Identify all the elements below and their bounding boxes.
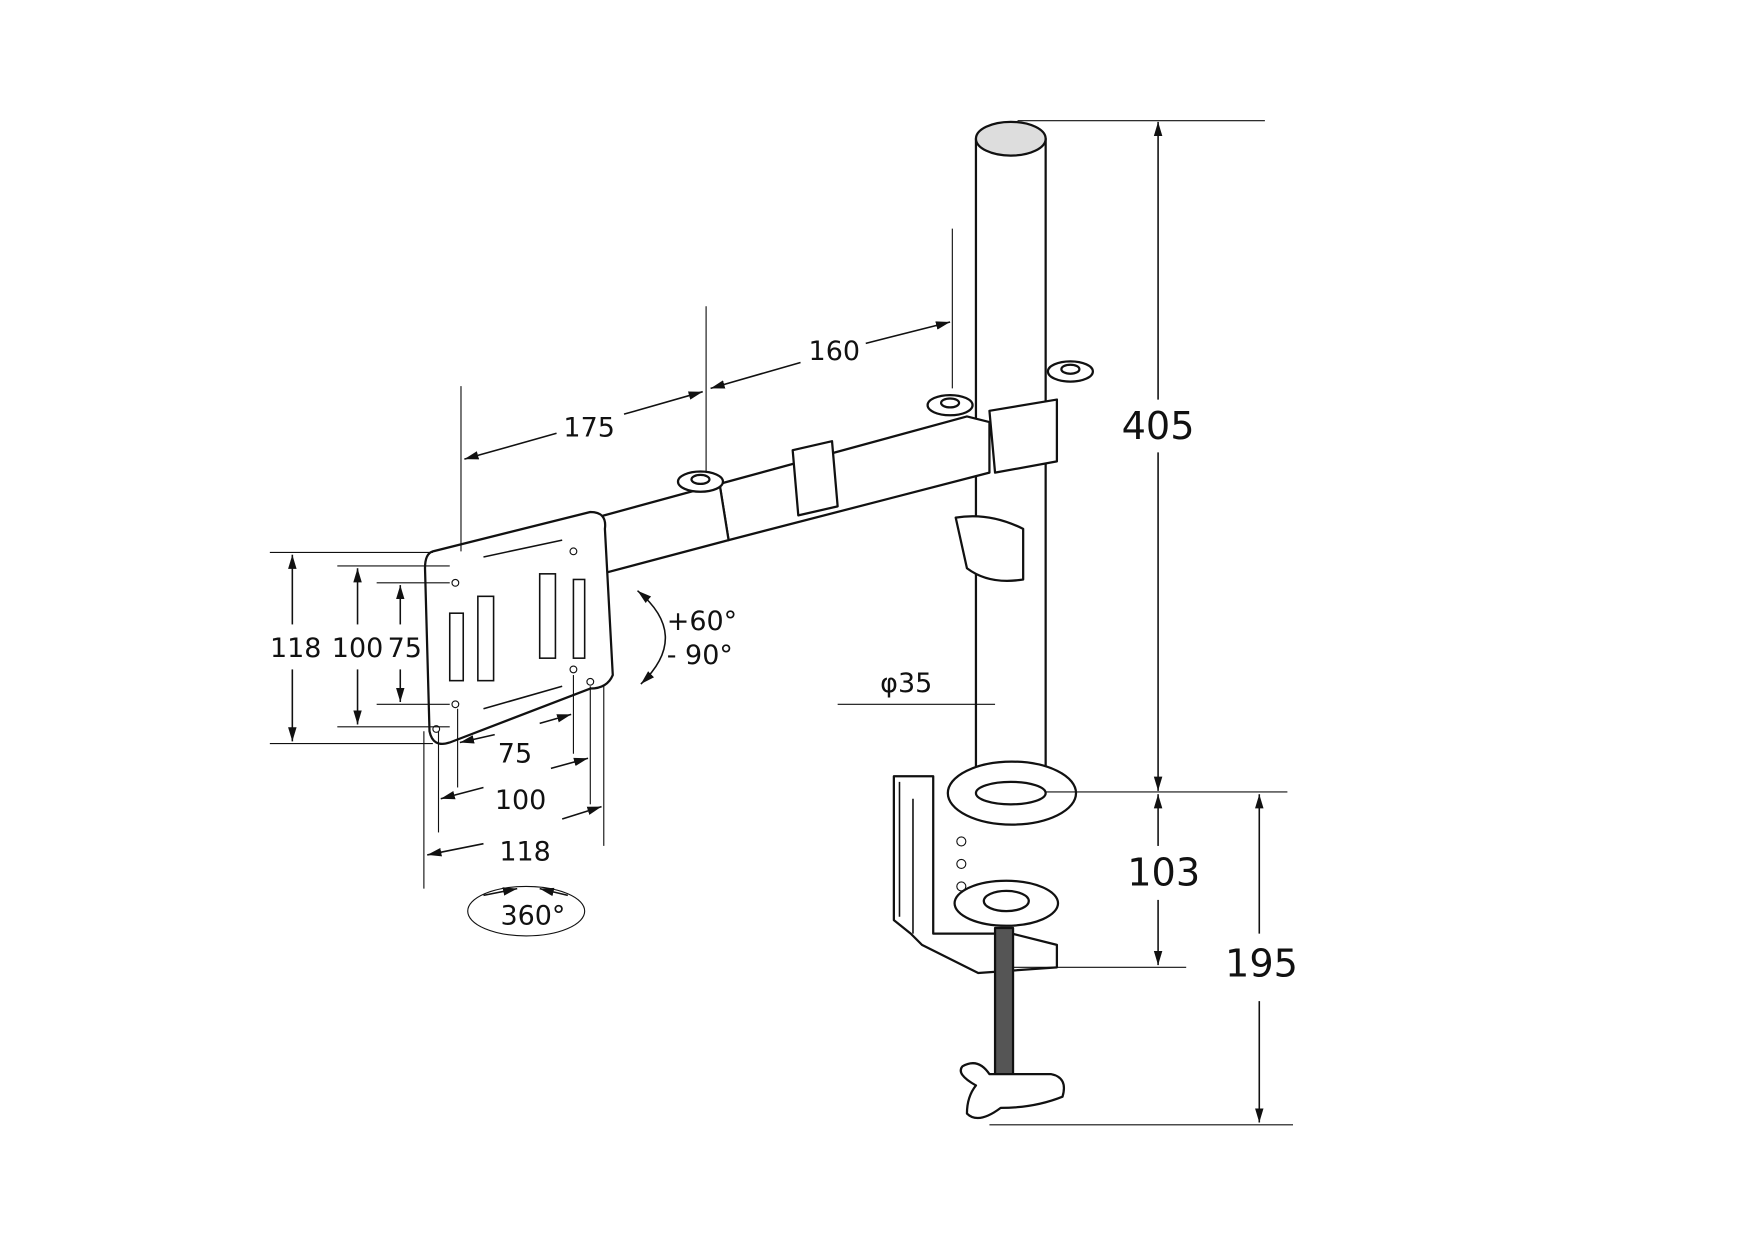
tilt-indicator: +60° - 90° bbox=[637, 590, 737, 685]
vesa-plate bbox=[423, 510, 614, 746]
svg-text:103: 103 bbox=[1127, 851, 1200, 895]
arm-assembly bbox=[594, 360, 1095, 582]
dim-103: 103 bbox=[1011, 791, 1288, 968]
svg-text:175: 175 bbox=[563, 413, 614, 444]
svg-text:φ35: φ35 bbox=[880, 668, 932, 699]
dim-195: 195 bbox=[989, 794, 1298, 1126]
dim-405: 405 bbox=[1017, 120, 1265, 791]
dim-vesa-horizontal: 75 100 118 bbox=[423, 675, 605, 889]
svg-text:118: 118 bbox=[499, 837, 550, 868]
svg-text:195: 195 bbox=[1225, 942, 1298, 986]
svg-text:100: 100 bbox=[332, 633, 383, 664]
svg-text:160: 160 bbox=[809, 336, 860, 367]
svg-text:75: 75 bbox=[498, 739, 532, 770]
dim-pole-diameter: φ35 bbox=[837, 668, 996, 705]
svg-text:75: 75 bbox=[388, 633, 422, 664]
svg-text:100: 100 bbox=[495, 785, 546, 816]
desk-clamp bbox=[892, 760, 1078, 1120]
dim-160: 160 bbox=[705, 228, 953, 473]
svg-text:- 90°: - 90° bbox=[667, 640, 733, 671]
svg-text:405: 405 bbox=[1122, 405, 1195, 449]
rotation-indicator: 360° bbox=[467, 885, 586, 937]
svg-text:360°: 360° bbox=[500, 901, 565, 932]
dim-vesa-vertical: 118 100 75 bbox=[269, 551, 450, 745]
svg-text:+60°: +60° bbox=[667, 606, 737, 637]
svg-text:118: 118 bbox=[270, 633, 321, 664]
dim-175: 175 bbox=[460, 386, 703, 552]
